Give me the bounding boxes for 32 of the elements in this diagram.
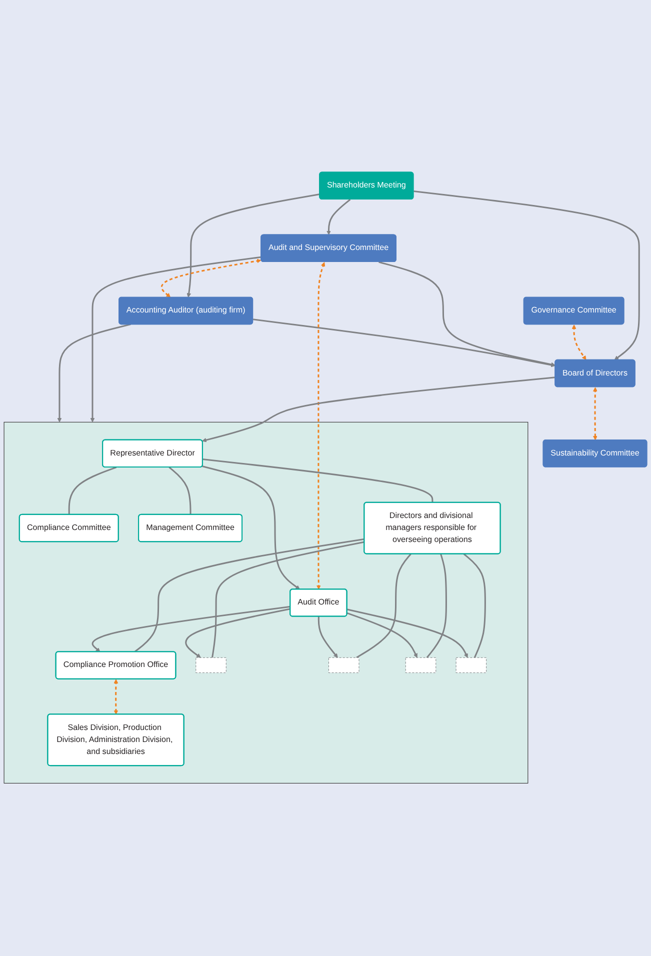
connector <box>134 538 364 653</box>
node-box <box>405 658 436 674</box>
arrow <box>318 616 338 658</box>
arrow <box>346 609 468 658</box>
arrow <box>186 194 320 298</box>
arrow <box>346 612 418 658</box>
arrow <box>572 324 586 360</box>
connector <box>463 554 486 658</box>
node-box <box>328 658 360 674</box>
connector <box>68 466 117 516</box>
arrow <box>414 190 640 360</box>
connector <box>168 467 192 516</box>
arrow <box>57 324 131 423</box>
arrow <box>378 262 556 367</box>
arrow <box>316 262 326 590</box>
arrow <box>92 606 290 652</box>
connector <box>211 542 365 658</box>
arrow <box>114 679 118 715</box>
connector <box>202 458 434 503</box>
connector <box>426 554 447 658</box>
node-box <box>456 658 487 674</box>
arrow <box>202 466 300 590</box>
arrow <box>160 259 262 298</box>
node-box <box>196 658 226 674</box>
connector <box>356 554 412 659</box>
arrow <box>90 256 261 423</box>
cluster <box>4 422 528 784</box>
arrow <box>252 319 556 368</box>
arrow <box>185 608 290 658</box>
arrow <box>326 199 351 236</box>
arrow <box>592 387 598 441</box>
arrow <box>202 377 556 443</box>
